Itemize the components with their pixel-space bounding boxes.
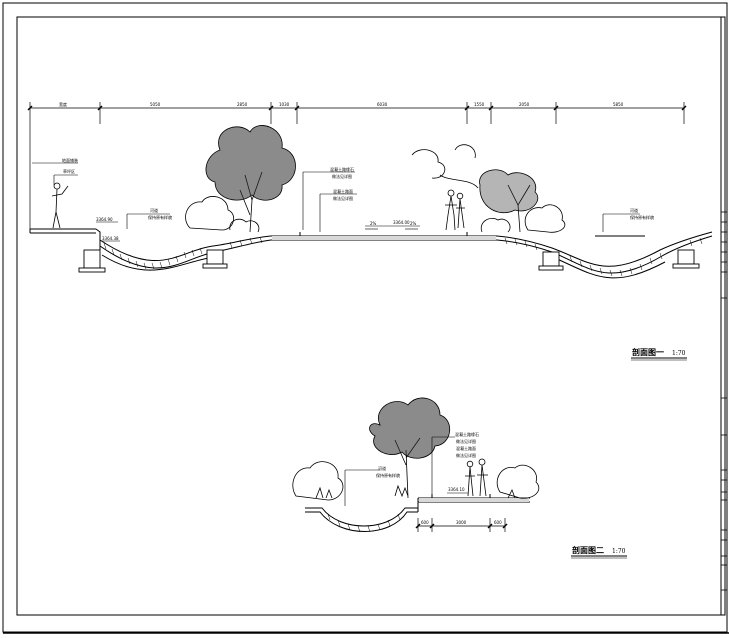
section-1: 宽度 5050 2850 1030 6030 1550 2050 5850 [27,101,713,361]
elevation-left-high: 3364.90 [96,217,113,222]
section-2-scale: 1:70 [612,548,626,555]
dim-label-2: 5050 [150,102,161,107]
section-2: 600 3000 600 河道 保持原有样貌 混凝土路缘石 做法见详图 混凝土路… [292,397,627,559]
slope-right: 2% [410,221,417,226]
section-1-footings [78,249,700,273]
dim-label-s2-2: 3000 [456,520,467,525]
callout-curb-note: 做法见详图 [332,173,352,179]
section-1-dimension-ticks [27,105,687,111]
callout-pavement: 混凝土路面 [333,188,353,194]
slope-left: 2% [370,221,377,226]
section-2-bank-hatching [327,513,401,533]
section-2-vegetation [292,397,540,501]
callout-s2-pavement: 混凝土路面 [456,445,476,451]
dim-label-7: 2050 [519,102,530,107]
section-1-people [51,182,465,231]
section-1-bank-hatching [103,236,703,277]
callout-s2-river: 河道 [378,465,386,471]
elevation-left-low: 3364.38 [102,236,119,241]
dim-label-8: 5850 [613,102,624,107]
callout-river-left: 河道 [150,207,158,213]
dim-label-s2-1: 600 [421,520,429,525]
callout-paving: 地面铺装 [62,157,78,163]
section-1-dimension-line [29,102,685,232]
section-2-path-base [419,498,529,502]
section-1-leaders [32,162,640,242]
section-2-dimension-ticks [415,523,508,529]
dim-label-4: 1030 [279,102,290,107]
section-2-title: 剖面图二 [572,545,604,555]
section-1-scale: 1:70 [672,350,686,357]
callout-river-right: 河道 [630,207,638,213]
callout-s2-curb-note: 做法见详图 [456,438,476,444]
elevation-center: 3364.00 [393,220,410,225]
dim-label-s2-3: 600 [494,520,502,525]
title-block-ticks [721,211,727,591]
callout-s2-curb: 混凝土路缘石 [455,431,479,437]
callout-curb: 混凝土路缘石 [330,166,354,172]
dim-label-1: 宽度 [59,101,67,107]
callout-river-right-note: 保持原有样貌 [630,214,654,220]
callout-lawn: 草坪区 [63,168,75,174]
section-2-people [465,458,488,497]
callout-s2-river-note: 保持原有样貌 [376,472,400,478]
inner-frame [16,16,726,616]
callout-s2-pavement-note: 做法见详图 [456,452,476,458]
section-1-road-base [272,236,496,240]
section-2-leaders [344,436,468,506]
callout-pavement-note: 做法见详图 [333,195,353,201]
dim-label-6: 1550 [474,102,485,107]
dim-label-3: 2850 [237,102,248,107]
callout-river-left-note: 保持原有样貌 [148,214,172,220]
section-1-vegetation [185,125,566,233]
elevation-s2-path: 3364.10 [448,487,465,492]
dim-label-5: 6030 [377,102,388,107]
section-1-title: 剖面图一 [632,347,664,357]
